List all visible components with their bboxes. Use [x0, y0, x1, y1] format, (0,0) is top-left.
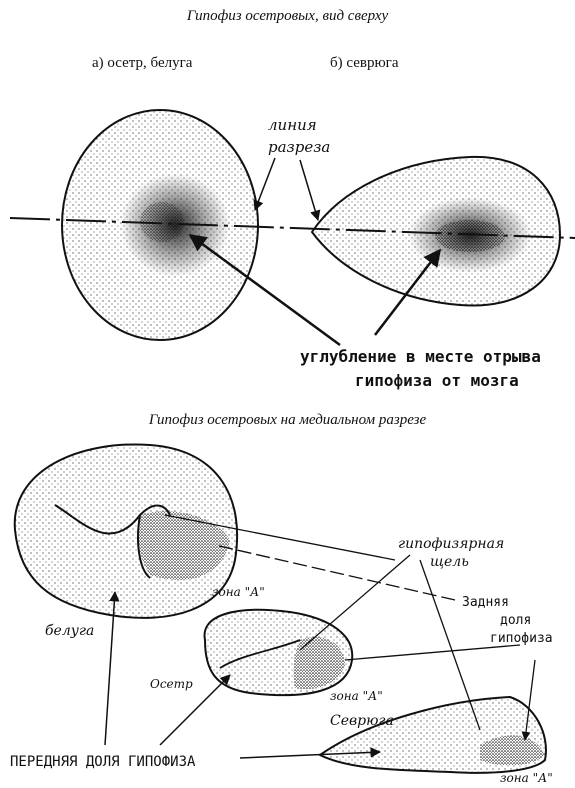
cut-line-label-2: разреза [268, 138, 330, 156]
posterior-lobe-label-3: гипофиза [490, 631, 553, 646]
zone-a-label-beluga: зона "А" [212, 585, 265, 599]
anterior-lobe-label: ПЕРЕДНЯЯ ДОЛЯ ГИПОФИЗА [10, 754, 196, 770]
osetr-label: Осетр [150, 677, 193, 691]
zone-a-label-osetr: зона "А" [330, 689, 383, 703]
beluga-label: белуга [45, 623, 94, 639]
top-beluga-hypophysis [62, 110, 258, 340]
cut-line-label-1: линия [268, 116, 317, 134]
bottom-sevryuga-section [320, 697, 546, 773]
depression-label-1: углубление в месте отрыва [300, 347, 541, 366]
posterior-lobe-label-1: Задняя [462, 595, 509, 610]
bottom-beluga-section [15, 444, 237, 617]
top-sevryuga-hypophysis [312, 157, 560, 306]
cleft-label-2: щель [430, 554, 469, 570]
sevryuga-label: Севрюга [330, 713, 394, 729]
bottom-osetr-section [205, 610, 353, 695]
zone-a-label-sevryuga: зона "А" [500, 771, 553, 785]
cleft-label-1: гипофизярная [398, 536, 504, 552]
posterior-lobe-label-2: доля [500, 613, 531, 628]
depression-label-2: гипофиза от мозга [355, 371, 519, 390]
